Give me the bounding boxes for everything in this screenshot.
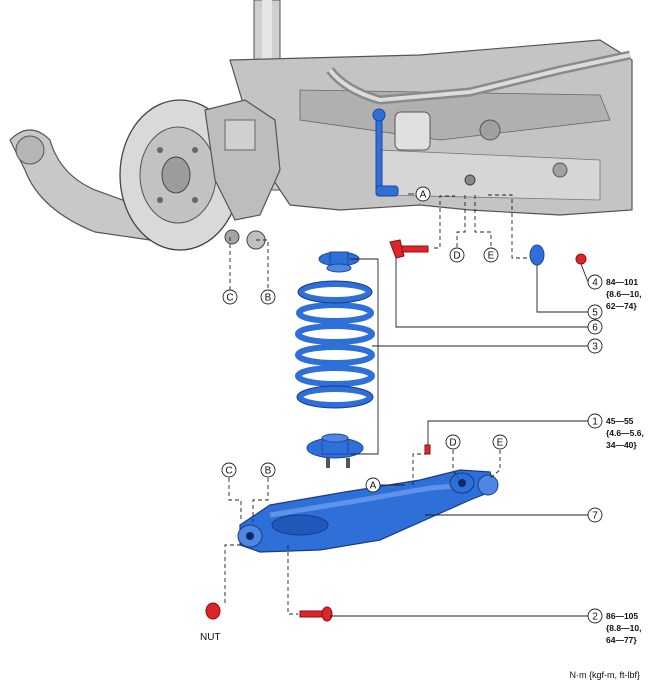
nut-label: NUT	[200, 632, 221, 643]
leader-lines	[330, 193, 589, 617]
part-number-6: 6	[587, 319, 603, 335]
part-number-3: 3	[587, 338, 603, 354]
callout-b-top: B	[260, 289, 276, 305]
svg-text:A: A	[370, 481, 377, 492]
nut-part-4	[575, 253, 587, 265]
svg-text:64—77}: 64—77}	[606, 635, 637, 645]
callout-b-bottom: B	[260, 462, 276, 478]
callout-c-bottom: C	[221, 462, 237, 478]
svg-text:C: C	[225, 466, 232, 477]
part-number-callouts: 1 2 3 4 5 6 7	[587, 274, 603, 624]
svg-text:A: A	[420, 190, 427, 201]
svg-text:45—55: 45—55	[606, 416, 634, 426]
callout-d-top: D	[449, 247, 465, 263]
torque-spec-1: 45—55 {4.6—5.6, 34—40}	[606, 416, 644, 450]
callouts: A C B D E C B D	[221, 186, 508, 493]
svg-text:7: 7	[592, 511, 598, 522]
svg-text:{4.6—5.6,: {4.6—5.6,	[606, 428, 644, 438]
part-number-2: 2	[587, 608, 603, 624]
svg-text:C: C	[226, 293, 233, 304]
torque-spec-4: 84—101 {8.6—10, 62—74}	[606, 277, 641, 311]
torque-spec-2: 86—105 {8.8—10, 64—77}	[606, 611, 641, 645]
svg-text:E: E	[497, 438, 504, 449]
svg-text:1: 1	[592, 417, 598, 428]
torque-units-label: N·m {kgf-m, ft-lbf}	[569, 670, 640, 680]
bolt-part-1	[424, 444, 431, 455]
callout-d-bottom: D	[445, 434, 461, 450]
svg-text:62—74}: 62—74}	[606, 301, 637, 311]
svg-text:B: B	[265, 466, 272, 477]
nut-red	[205, 602, 221, 620]
callout-a-bottom: A	[365, 477, 381, 493]
svg-text:6: 6	[592, 323, 598, 334]
trailing-arm	[9, 129, 151, 241]
stabilizer-link	[372, 108, 399, 197]
part-number-4: 4	[587, 274, 603, 290]
part-number-5: 5	[587, 304, 603, 320]
bolt-part-2	[299, 606, 333, 622]
svg-text:34—40}: 34—40}	[606, 440, 637, 450]
callout-c-top: C	[222, 289, 238, 305]
callout-a-top: A	[415, 186, 431, 202]
bolt-part-6	[389, 239, 429, 259]
part-number-1: 1	[587, 413, 603, 429]
upper-suspension-assembly	[9, 0, 633, 251]
callout-e-bottom: E	[492, 434, 508, 450]
brake-caliper	[204, 99, 281, 221]
svg-text:86—105: 86—105	[606, 611, 638, 621]
lower-arm-part-7	[237, 469, 499, 553]
svg-text:3: 3	[592, 342, 598, 353]
svg-text:2: 2	[592, 612, 598, 623]
coil-spring-part-3	[295, 251, 375, 468]
svg-text:5: 5	[592, 308, 598, 319]
svg-text:D: D	[449, 438, 456, 449]
callout-e-top: E	[483, 247, 499, 263]
part-number-7: 7	[587, 507, 603, 523]
dashed-reference-lines	[224, 194, 530, 615]
svg-text:{8.6—10,: {8.6—10,	[606, 289, 641, 299]
svg-text:{8.8—10,: {8.8—10,	[606, 623, 641, 633]
svg-text:4: 4	[592, 278, 598, 289]
svg-text:D: D	[453, 251, 460, 262]
svg-text:84—101: 84—101	[606, 277, 638, 287]
bushing-part-5	[529, 244, 545, 266]
svg-text:B: B	[265, 293, 272, 304]
svg-text:E: E	[488, 251, 495, 262]
